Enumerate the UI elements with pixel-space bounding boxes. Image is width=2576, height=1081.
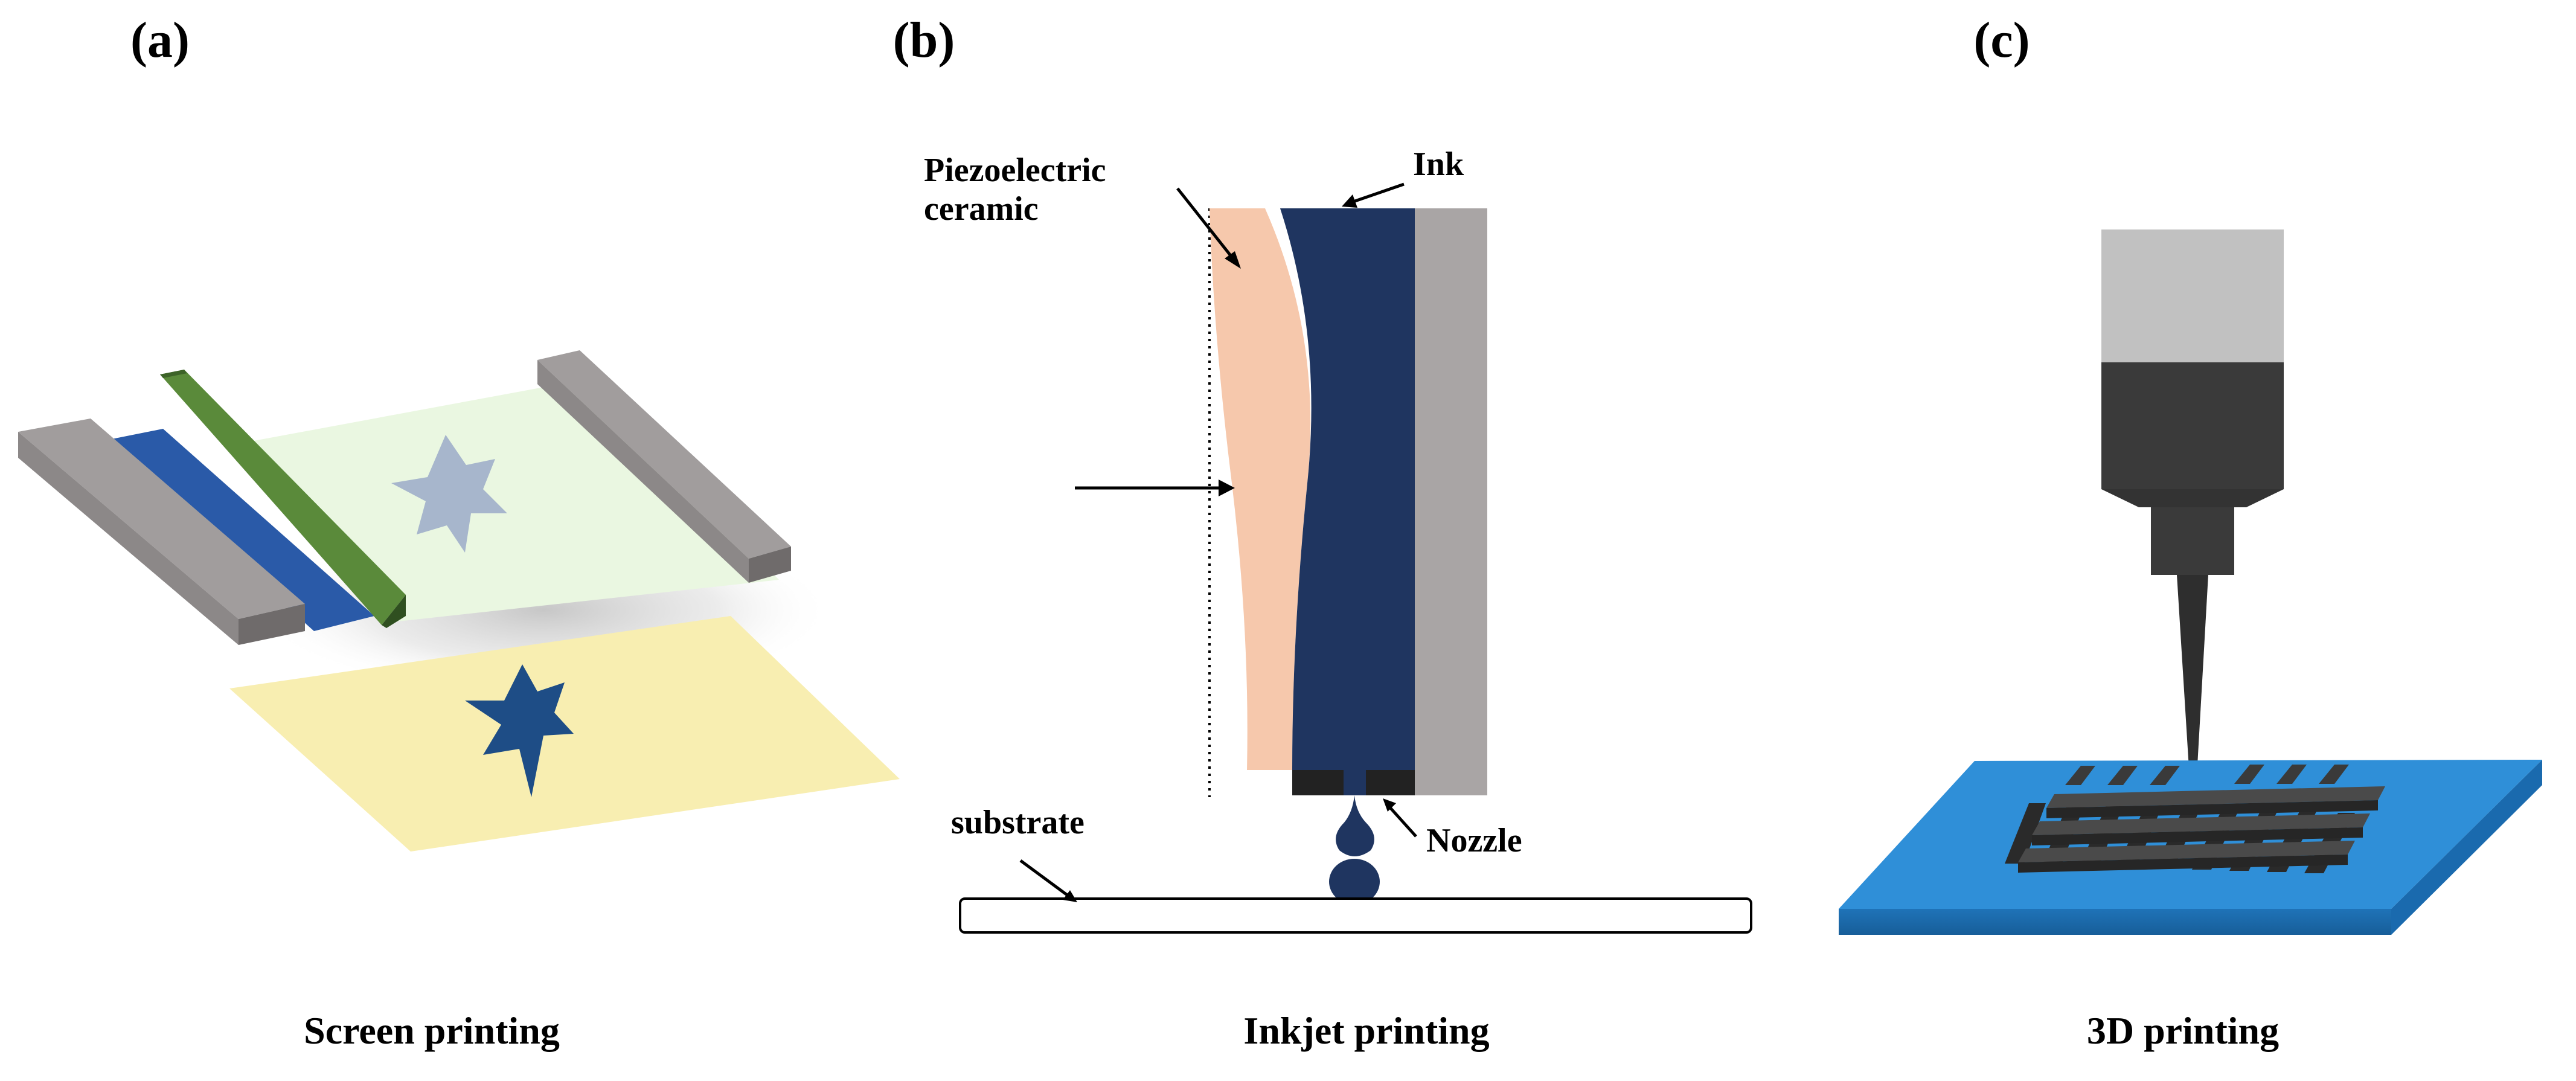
label-piezo-line2: ceramic <box>924 190 1039 228</box>
label-substrate: substrate <box>951 804 1085 841</box>
caption-3d-printing: 3D printing <box>2086 1009 2280 1052</box>
squeegee-top <box>160 370 187 378</box>
ink-strip <box>103 429 374 631</box>
droplet-round <box>1329 859 1380 905</box>
label-nozzle: Nozzle <box>1426 822 1522 859</box>
printhead-body <box>2101 362 2284 489</box>
chamber-wall <box>1415 208 1487 795</box>
piezo-ceramic <box>1210 208 1311 770</box>
ink-channel <box>1280 208 1415 770</box>
arrow-nozzle-head <box>1383 798 1396 812</box>
print-bed-side <box>2391 760 2542 935</box>
panel-b-label: (b) <box>892 12 955 68</box>
panel-c-label: (c) <box>1973 12 2030 68</box>
arrow-nozzle-line <box>1388 805 1417 838</box>
squeegee-edge <box>382 595 406 628</box>
nozzle-plate-right <box>1366 770 1415 795</box>
arrow-ink-head <box>1342 194 1357 208</box>
mesh-star-light <box>391 435 507 553</box>
printhead-neck <box>2151 507 2234 575</box>
screen-printing-illustration <box>18 350 900 852</box>
left-rail-front <box>18 432 239 645</box>
arrow-piezo-head <box>1225 251 1241 269</box>
panel-a-label: (a) <box>130 12 190 68</box>
right-rail-top <box>537 350 791 559</box>
inkjet-printing-illustration <box>959 182 1752 934</box>
right-rail-front <box>537 360 749 583</box>
left-rail-end <box>239 604 305 645</box>
printhead-top <box>2101 229 2284 362</box>
arrow-substrate-head <box>1063 890 1077 902</box>
arrow-ink-line <box>1351 182 1405 204</box>
printed-star-dark <box>465 664 574 797</box>
arrow-substrate-line <box>1019 859 1070 898</box>
print-bed-front <box>1839 909 2391 935</box>
printhead-needle <box>2177 575 2208 797</box>
screen-mesh <box>254 380 779 622</box>
label-piezo-line1: Piezoelectric <box>924 152 1106 189</box>
lattice-top-layer <box>2018 786 2385 873</box>
arrow-force-head <box>1219 480 1235 496</box>
3d-printing-illustration <box>1839 229 2542 935</box>
caption-screen-printing: Screen printing <box>304 1009 560 1052</box>
nozzle-opening <box>1344 770 1366 795</box>
droplet-teardrop <box>1336 795 1374 856</box>
label-ink: Ink <box>1413 146 1464 183</box>
left-rail-top <box>18 419 305 619</box>
right-rail-end <box>749 547 791 583</box>
nozzle-plate-left <box>1292 770 1344 795</box>
substrate-bar <box>959 897 1752 934</box>
printhead-collar <box>2101 489 2284 507</box>
caption-inkjet-printing: Inkjet printing <box>1243 1009 1490 1052</box>
arrow-piezo-line <box>1176 187 1236 262</box>
squeegee-face <box>160 370 406 625</box>
lattice-upper-layer <box>2065 765 2349 785</box>
